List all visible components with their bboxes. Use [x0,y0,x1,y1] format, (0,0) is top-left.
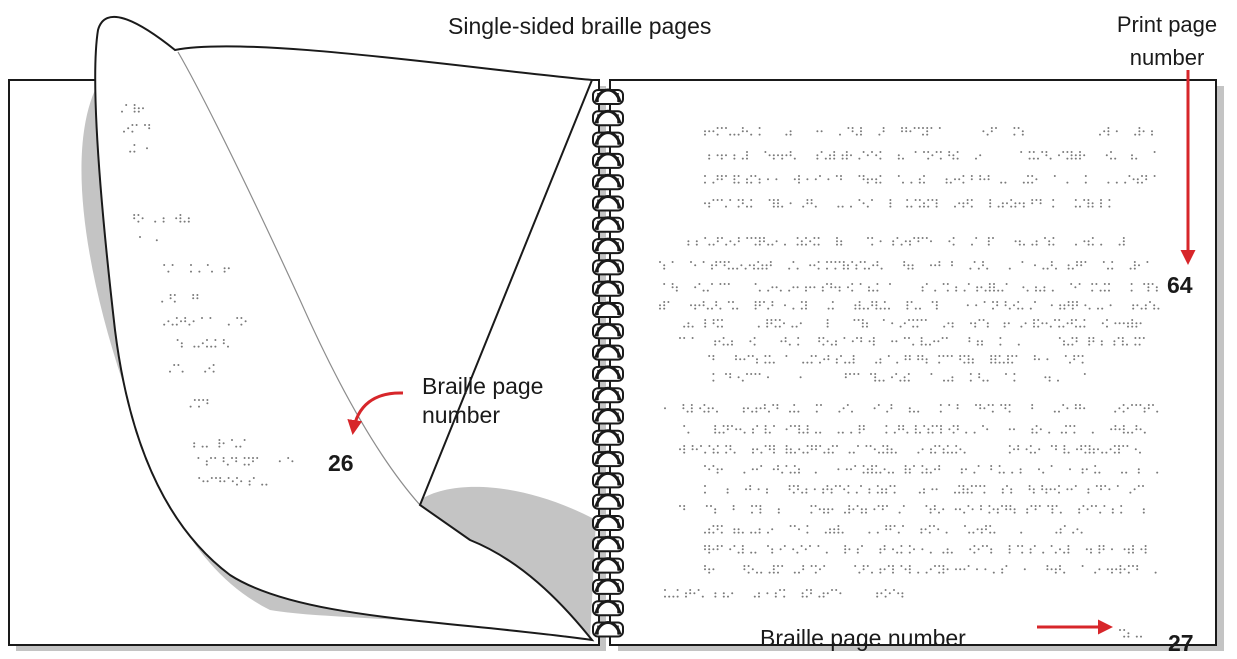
braille-text-left [121,104,294,486]
right-braille-page-number: 27 [1168,630,1194,656]
braille-label-word1: Braille [422,373,486,399]
spiral-coil [592,195,624,212]
spiral-coil [592,237,624,255]
left-braille-page-number: 26 [328,450,354,476]
spiral-coil [592,216,624,233]
spiral-coil [592,258,624,276]
spiral-binding [592,88,624,638]
spiral-coil [592,386,624,404]
braille-label-word2: page [492,373,544,399]
spiral-coil [592,450,624,468]
spiral-coil [592,429,624,446]
spiral-coil [592,301,624,318]
spiral-coil [592,408,624,425]
turned-page-fold [177,51,421,506]
spiral-coil [592,152,624,169]
spiral-coil [592,88,624,105]
spiral-coil [592,280,624,297]
braille-label-word3: number [422,402,500,428]
spiral-coil [592,344,624,361]
braille-page-number-label-right: Braille page number [760,625,966,651]
spiral-coil [592,535,624,553]
turned-page [94,15,595,642]
spiral-coil [592,493,624,510]
spiral-coil [592,599,624,617]
print-page-number-label: Print page number [1112,8,1222,74]
braille-page-number-label-left: Braille page number [422,372,543,430]
arrow-braille-left [347,391,404,435]
spiral-coil [592,557,624,574]
spiral-coil [592,131,624,148]
spiral-coil [592,514,624,531]
spiral-coil [592,621,624,638]
spiral-coil [592,109,624,127]
print-label-line1: Print page [1116,12,1218,37]
print-label-line2: number [1129,45,1205,70]
spiral-coil [592,365,624,382]
spiral-coil [592,322,624,340]
spiral-coil [592,173,624,191]
right-page [609,79,1217,646]
print-page-number: 64 [1167,272,1193,298]
braille-text-right [659,127,1160,638]
diagram-title: Single-sided braille pages [448,13,712,39]
spiral-coil [592,578,624,595]
spiral-coil [592,471,624,489]
